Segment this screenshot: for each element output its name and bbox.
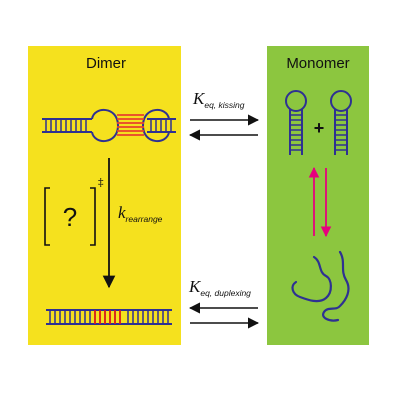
dimer-panel-title: Dimer [86,55,126,72]
unfolded-strands [291,250,350,322]
k-eq-kissing-label: Keq, kissing [192,89,245,110]
plus-sign: + [314,118,325,138]
kissing-dimer [42,109,176,142]
k-rearrange-label: krearrange [118,203,163,224]
kissing-base-pairs [117,114,144,136]
transition-state-dagger: ‡ [98,176,104,189]
intermediate-bracket [44,187,96,246]
dimer-panel [28,46,181,345]
extended-duplex [46,309,172,325]
monomer-panel-title: Monomer [286,55,349,72]
hairpin-right [330,90,352,155]
intermediate-question-mark: ? [63,202,77,232]
k-eq-duplexing-label: Keq, duplexing [188,277,251,298]
monomer-panel [267,46,369,345]
hairpin-left [285,90,307,155]
